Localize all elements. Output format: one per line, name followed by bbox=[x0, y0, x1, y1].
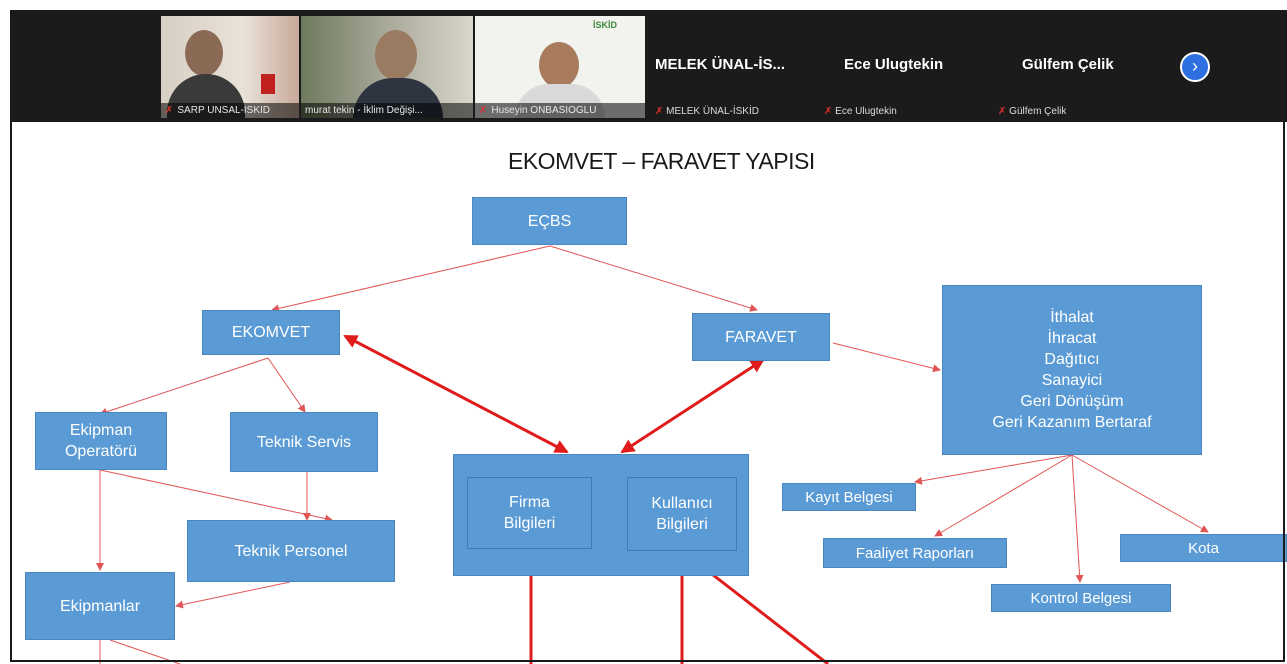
participant-name: MELEK ÜNAL-İSKİD bbox=[666, 106, 759, 117]
node-label: EKOMVET bbox=[231, 324, 311, 341]
participant-name: Gülfem Çelik bbox=[1009, 106, 1067, 117]
mic-muted-icon: ✗ bbox=[998, 106, 1007, 117]
participant-name: SARP UNSAL-ISKID bbox=[177, 105, 271, 116]
node-ekomvet: EKOMVET bbox=[202, 310, 340, 355]
node-label: Operatörü bbox=[64, 443, 138, 460]
node-kayit-belgesi: Kayıt Belgesi bbox=[782, 483, 916, 511]
slide-title: EKOMVET – FARAVET YAPISI bbox=[508, 148, 815, 174]
node-label: Kontrol Belgesi bbox=[1030, 589, 1132, 607]
camera-feed bbox=[301, 16, 473, 118]
tile-name-bar: ✗SARP UNSAL-ISKID bbox=[161, 103, 299, 118]
node-label: Ekipman bbox=[69, 422, 133, 439]
node-label: Kayıt Belgesi bbox=[805, 488, 893, 506]
node-label: Bilgileri bbox=[503, 515, 556, 532]
mic-muted-icon: ✗ bbox=[479, 105, 488, 116]
participant-head bbox=[375, 30, 417, 80]
node-faravet: FARAVET bbox=[692, 313, 830, 361]
node-teknik-servis: Teknik Servis bbox=[230, 412, 378, 472]
participant-name: murat tekin - İklim Değişi... bbox=[305, 105, 423, 116]
participant-head bbox=[185, 30, 223, 76]
category-label: İthalat bbox=[1050, 309, 1094, 326]
name-tile-gulfem[interactable]: Gülfem Çelik ✗ Gülfem Çelik bbox=[998, 16, 1172, 118]
name-tile-melek[interactable]: MELEK ÜNAL-İS... ✗ MELEK ÜNAL-İSKİD bbox=[645, 16, 805, 118]
tile-name-bar: ✗ MELEK ÜNAL-İSKİD bbox=[651, 106, 759, 117]
node-label: Kullanıcı bbox=[651, 495, 713, 512]
node-label: Faaliyet Raporları bbox=[855, 544, 975, 562]
flag-decoration bbox=[261, 74, 275, 94]
participant-display-name: Ece Ulugtekin bbox=[844, 56, 944, 73]
node-label: FARAVET bbox=[725, 328, 797, 346]
mic-muted-icon: ✗ bbox=[655, 106, 664, 117]
node-teknik-personel: Teknik Personel bbox=[187, 520, 395, 582]
node-label: EÇBS bbox=[527, 212, 572, 230]
video-tile-huseyin[interactable]: İSKİD ✗Huseyin ONBASIOGLU bbox=[475, 16, 645, 118]
tile-name-bar: ✗Huseyin ONBASIOGLU bbox=[475, 103, 645, 118]
node-label: Ekipmanlar bbox=[59, 597, 141, 615]
node-kota: Kota bbox=[1120, 534, 1287, 562]
category-label: İhracat bbox=[1047, 330, 1097, 347]
node-label: Teknik Servis bbox=[256, 433, 352, 451]
category-label: Dağıtıcı bbox=[1044, 351, 1100, 368]
node-label: Bilgileri bbox=[656, 516, 708, 533]
name-tile-ece[interactable]: Ece Ulugtekin ✗ Ece Ulugtekin bbox=[824, 16, 992, 118]
chevron-right-icon: › bbox=[1192, 56, 1198, 76]
tile-name-bar: murat tekin - İklim Değişi... bbox=[301, 103, 473, 118]
next-participants-button[interactable]: › bbox=[1180, 52, 1210, 82]
category-label: Geri Kazanım Bertaraf bbox=[992, 414, 1152, 431]
participant-display-name: Gülfem Çelik bbox=[1022, 56, 1114, 73]
mic-muted-icon: ✗ bbox=[165, 105, 174, 116]
category-label: Sanayici bbox=[1041, 372, 1103, 389]
node-label: Firma bbox=[509, 494, 550, 511]
video-tile-murat[interactable]: murat tekin - İklim Değişi... bbox=[301, 16, 473, 118]
node-label: Teknik Personel bbox=[234, 542, 348, 560]
video-tile-sarp[interactable]: ✗SARP UNSAL-ISKID bbox=[161, 16, 299, 118]
tile-name-bar: ✗ Ece Ulugtekin bbox=[820, 106, 897, 117]
node-categories: İthalat İhracat Dağıtıcı Sanayici Geri D… bbox=[942, 285, 1202, 455]
node-ekipman-operatoru: Ekipman Operatörü bbox=[35, 412, 167, 470]
node-ecbs: EÇBS bbox=[472, 197, 627, 245]
node-firma-bilgileri: Firma Bilgileri bbox=[467, 477, 592, 549]
camera-feed: İSKİD bbox=[475, 16, 645, 118]
node-faaliyet-raporlari: Faaliyet Raporları bbox=[823, 538, 1007, 568]
iskid-logo: İSKİD bbox=[593, 20, 618, 30]
node-ekipmanlar: Ekipmanlar bbox=[25, 572, 175, 640]
participant-name: Ece Ulugtekin bbox=[835, 106, 897, 117]
node-kontrol-belgesi: Kontrol Belgesi bbox=[991, 584, 1171, 612]
participant-name: Huseyin ONBASIOGLU bbox=[491, 105, 597, 116]
participant-head bbox=[539, 42, 579, 88]
mic-muted-icon: ✗ bbox=[824, 106, 833, 117]
tile-name-bar: ✗ Gülfem Çelik bbox=[994, 106, 1066, 117]
node-label: Kota bbox=[1188, 539, 1219, 557]
participant-display-name: MELEK ÜNAL-İS... bbox=[655, 56, 785, 73]
category-label: Geri Dönüşüm bbox=[1020, 393, 1124, 410]
node-kullanici-bilgileri: Kullanıcı Bilgileri bbox=[627, 477, 737, 551]
